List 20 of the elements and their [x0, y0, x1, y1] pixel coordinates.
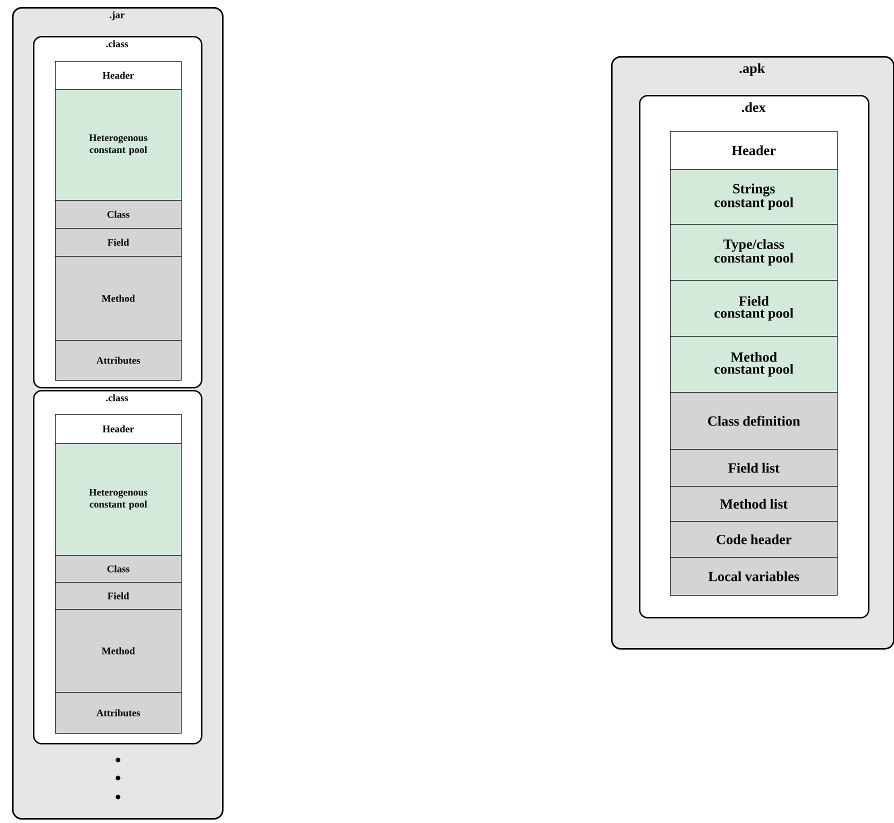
section-box: Heterogenous constant pool	[55, 89, 182, 201]
section-box: Code header	[670, 521, 838, 558]
section-box: Field	[55, 228, 182, 257]
section-box: Class	[55, 200, 182, 229]
section-box: Header	[670, 131, 838, 170]
section-box: Attributes	[55, 692, 182, 734]
section-box: Field constant pool	[670, 280, 838, 337]
section-box: Strings constant pool	[670, 169, 838, 225]
section-box: Header	[55, 61, 182, 90]
section-box: Class	[55, 555, 182, 583]
section-box: Local variables	[670, 557, 838, 596]
section-box: Type/class constant pool	[670, 224, 838, 281]
section-box: Heterogenous constant pool	[55, 443, 182, 556]
section-box: Class definition	[670, 392, 838, 450]
section-box: Method constant pool	[670, 336, 838, 393]
section-box: Field	[55, 582, 182, 610]
section-box: Method list	[670, 486, 838, 522]
section-box: Attributes	[55, 340, 182, 381]
section-box: Header	[55, 414, 182, 444]
section-box: Field list	[670, 449, 838, 487]
